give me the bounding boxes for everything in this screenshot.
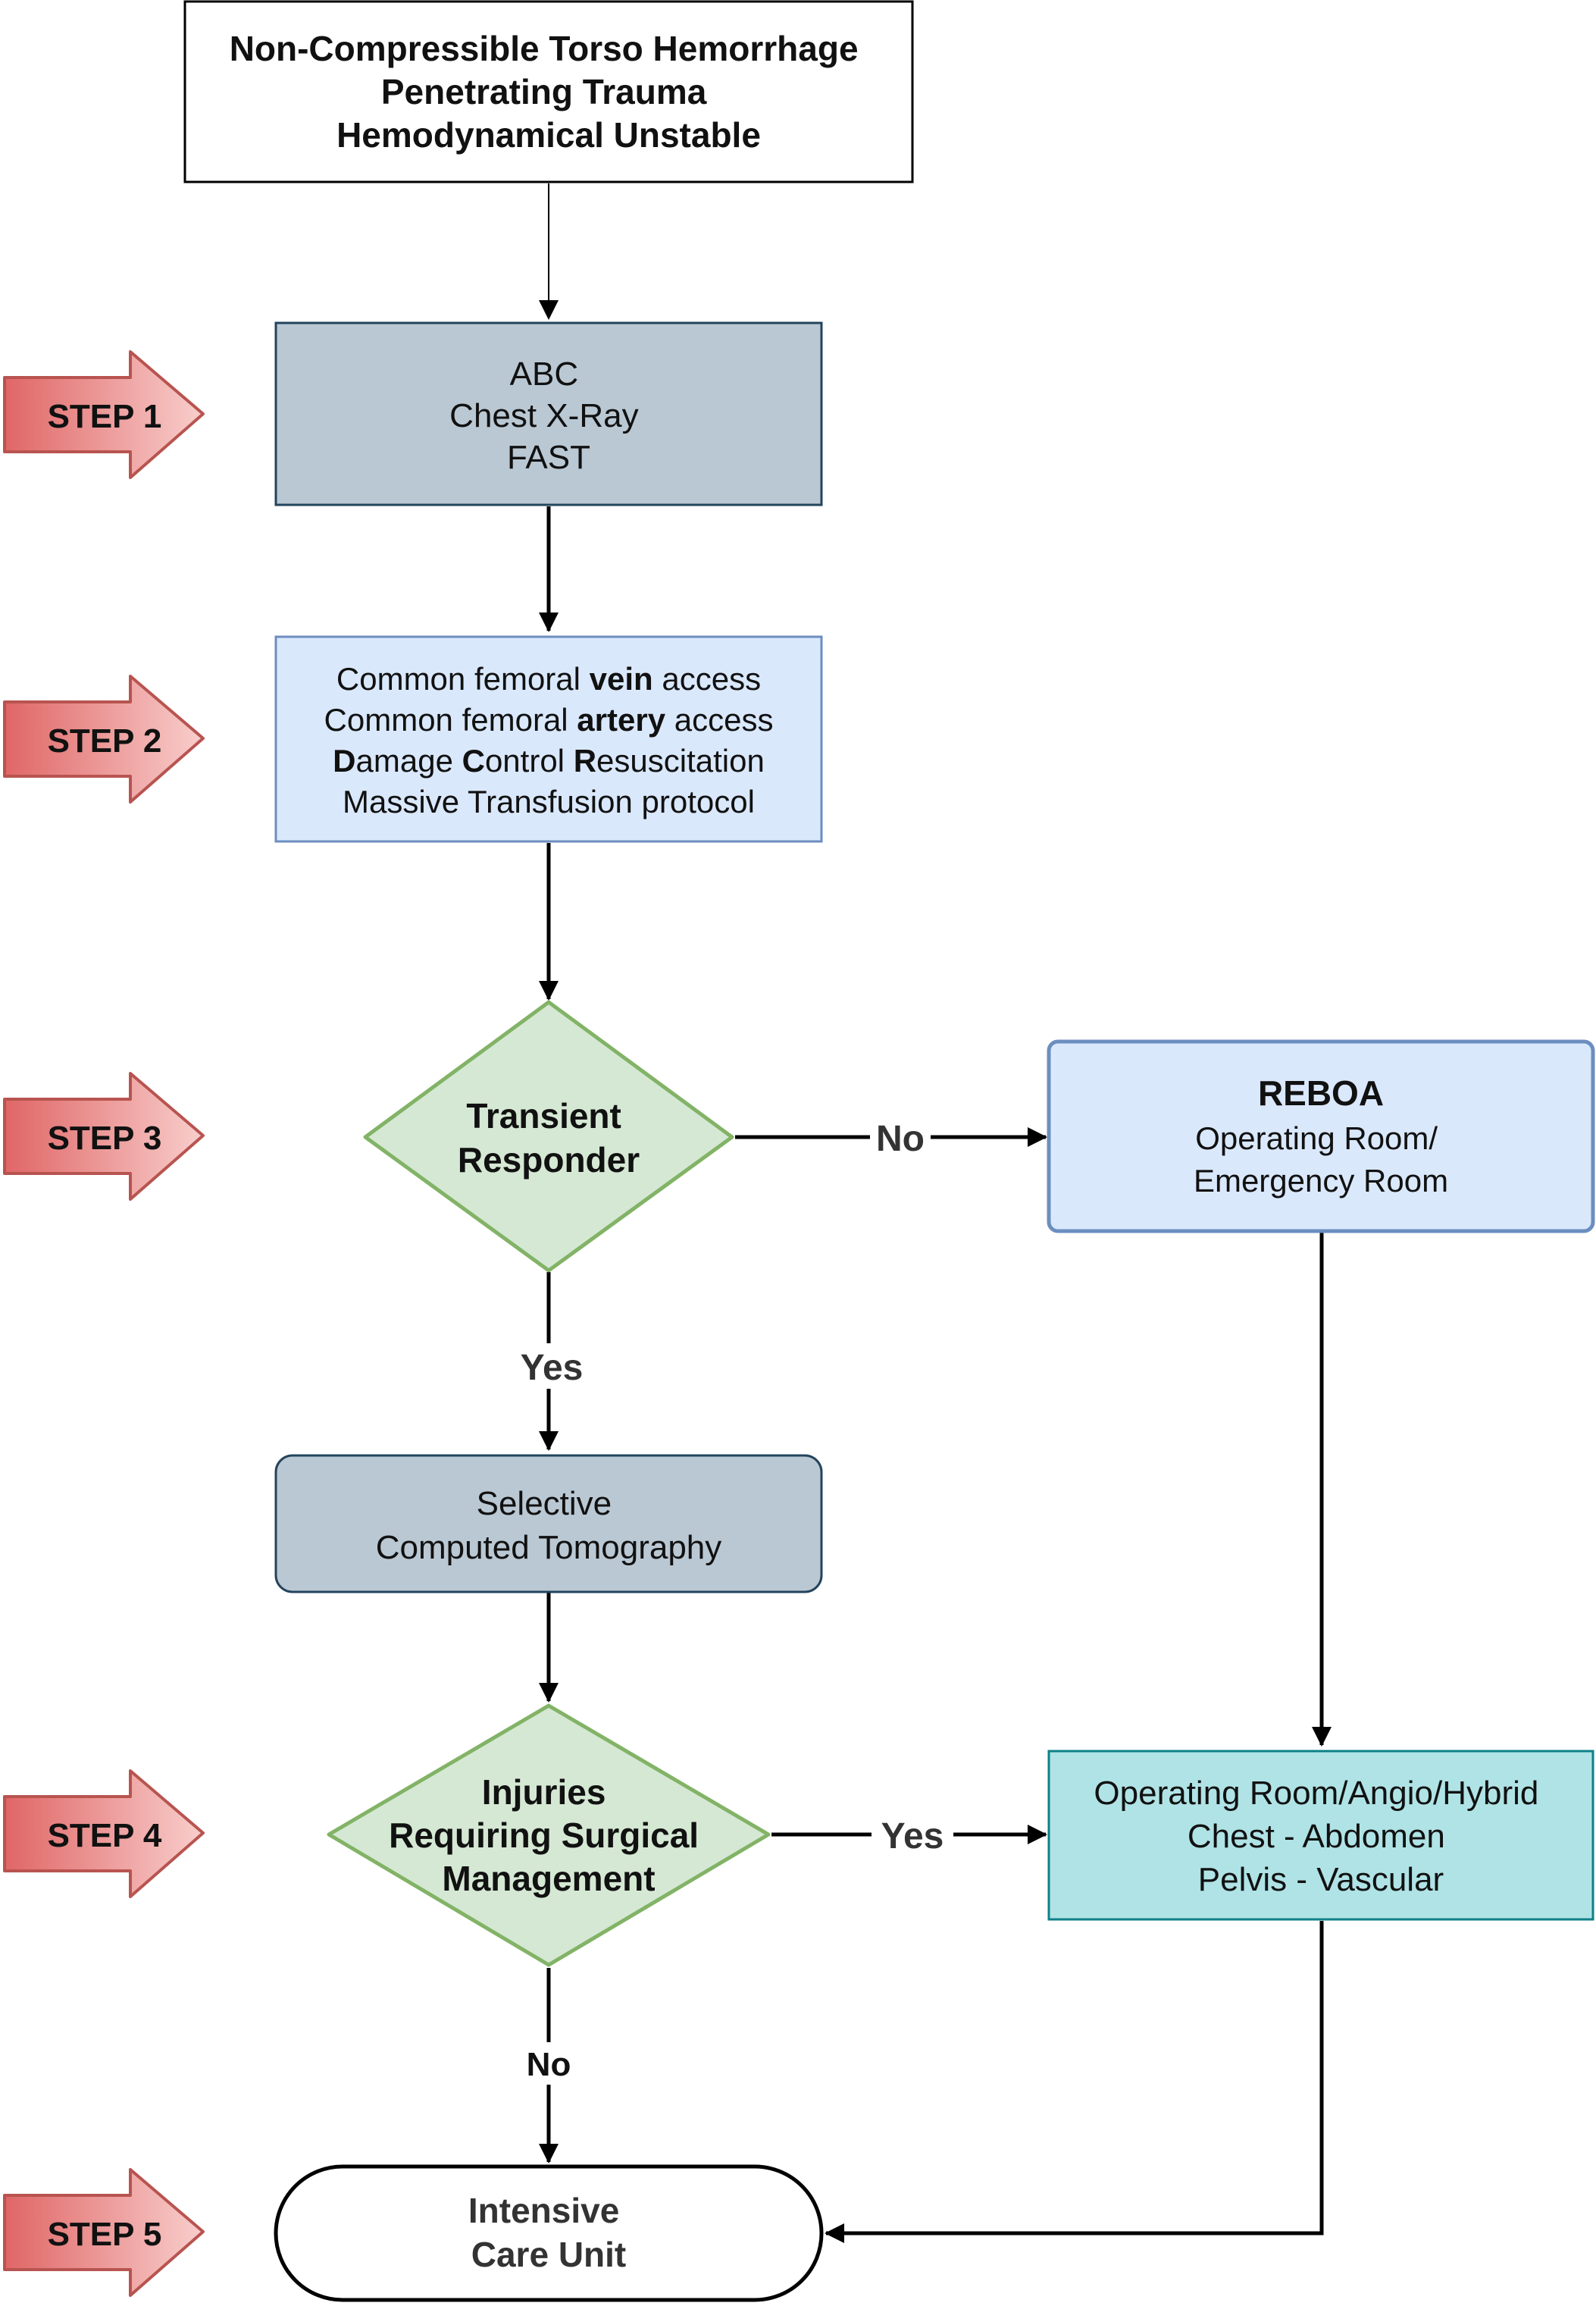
step-arrow-3: STEP 3 xyxy=(3,1072,205,1201)
reboa-line-2: Emergency Room xyxy=(1194,1163,1448,1198)
injuries-line-1: Injuries xyxy=(482,1772,606,1812)
access-line-3-t1: amage xyxy=(356,743,462,779)
edge-labels: No Yes Yes No xyxy=(509,1116,953,2085)
abc-line-1: ABC xyxy=(510,356,578,393)
step-label-4: STEP 4 xyxy=(48,1817,162,1854)
abc-line-3: FAST xyxy=(507,439,590,476)
icu-line-1: Intensive xyxy=(468,2191,619,2230)
access-line-3-b3: R xyxy=(574,743,596,779)
icu-line-2: Care Unit xyxy=(471,2235,626,2274)
access-line-3-t3: esuscitation xyxy=(596,743,765,779)
access-line-2-post: access xyxy=(665,702,773,738)
abc-line-2: Chest X-Ray xyxy=(449,397,638,434)
node-abc-box: ABC Chest X-Ray FAST xyxy=(274,321,823,506)
injuries-line-3: Management xyxy=(442,1859,655,1898)
access-line-2-bold: artery xyxy=(577,702,665,738)
edge-label-transient-yes: Yes xyxy=(521,1348,584,1388)
node-injuries: Injuries Requiring Surgical Management xyxy=(327,1703,771,1967)
or-line-3: Pelvis - Vascular xyxy=(1198,1861,1444,1898)
access-line-1-bold: vein xyxy=(590,661,653,697)
reboa-title: REBOA xyxy=(1258,1073,1384,1113)
step-arrow-4: STEP 4 xyxy=(3,1769,205,1898)
start-line-2: Penetrating Trauma xyxy=(381,72,707,111)
svg-text:Damage Control Resuscitation: Damage Control Resuscitation xyxy=(333,743,765,779)
injuries-line-2: Requiring Surgical xyxy=(389,1816,699,1855)
svg-text:Injuries Requiring Surgi: Injuries Requiring Surgical Management xyxy=(389,1772,709,1898)
ct-line-2: Computed Tomography xyxy=(376,1529,722,1566)
edge-label-injuries-no: No xyxy=(527,2046,571,2083)
edge-label-transient-no: No xyxy=(876,1119,925,1159)
access-line-1-pre: Common femoral xyxy=(336,661,590,697)
svg-text:Intensive Care Unit: Intensive Care Unit xyxy=(468,2191,629,2274)
ct-line-1: Selective xyxy=(477,1485,612,1522)
access-line-3-b2: C xyxy=(462,743,485,779)
svg-text:Operating Room/ Emergenc: Operating Room/ Emergency Room xyxy=(1194,1120,1448,1198)
svg-text:Common femoral vein access: Common femoral vein access xyxy=(336,661,761,697)
step-arrow-1: STEP 1 xyxy=(3,350,205,479)
node-reboa: REBOA Operating Room/ Emergency Room xyxy=(1047,1039,1595,1233)
svg-text:Transient Responder: Transient Responder xyxy=(458,1096,640,1180)
or-line-1: Operating Room/Angio/Hybrid xyxy=(1094,1775,1538,1812)
access-line-1-post: access xyxy=(653,661,761,697)
start-line-1: Non-Compressible Torso Hemorrhage xyxy=(230,29,859,68)
svg-text:ABC Chest X-Ray FA: ABC Chest X-Ray FAST xyxy=(449,356,648,476)
start-line-3: Hemodynamical Unstable xyxy=(336,115,761,155)
step-label-2: STEP 2 xyxy=(48,722,162,760)
access-line-3-b1: D xyxy=(333,743,355,779)
transient-line-2: Responder xyxy=(458,1140,640,1180)
svg-text:Common femoral artery access: Common femoral artery access xyxy=(324,702,774,738)
reboa-line-1: Operating Room/ xyxy=(1195,1120,1438,1156)
access-line-3-t2: ontrol xyxy=(485,743,574,779)
node-icu: Intensive Care Unit xyxy=(274,2164,824,2302)
access-line-2-pre: Common femoral xyxy=(324,702,577,738)
edge-label-injuries-yes: Yes xyxy=(881,1816,944,1856)
svg-text:Operating Room/Angio/Hybrid: Operating Room/Angio/Hybrid Chest - Abdo… xyxy=(1094,1775,1547,1898)
step-arrow-5: STEP 5 xyxy=(3,2168,205,2297)
node-access-box: Common femoral vein access Common femora… xyxy=(274,635,823,843)
step-label-3: STEP 3 xyxy=(48,1120,162,1157)
step-label-1: STEP 1 xyxy=(48,398,162,435)
step-label-5: STEP 5 xyxy=(48,2216,162,2253)
or-line-2: Chest - Abdomen xyxy=(1188,1818,1445,1855)
node-transient-responder: Transient Responder xyxy=(363,1000,734,1273)
node-or-box: Operating Room/Angio/Hybrid Chest - Abdo… xyxy=(1047,1750,1594,1921)
edge-or-to-icu xyxy=(825,1921,1324,2243)
transient-line-1: Transient xyxy=(466,1096,621,1136)
step-arrows: STEP 1 STEP 2 STEP 3 STEP 4 STEP 5 xyxy=(3,350,205,2297)
svg-text:Non-Compressible Torso Hemorrh: Non-Compressible Torso Hemorrhage Penetr… xyxy=(230,29,868,155)
node-selective-ct: Selective Computed Tomography xyxy=(274,1454,823,1593)
step-arrow-2: STEP 2 xyxy=(3,675,205,804)
svg-text:Selective Computed Tomog: Selective Computed Tomography xyxy=(376,1485,722,1566)
access-line-4: Massive Transfusion protocol xyxy=(343,784,755,819)
node-start: Non-Compressible Torso Hemorrhage Penetr… xyxy=(183,0,914,183)
